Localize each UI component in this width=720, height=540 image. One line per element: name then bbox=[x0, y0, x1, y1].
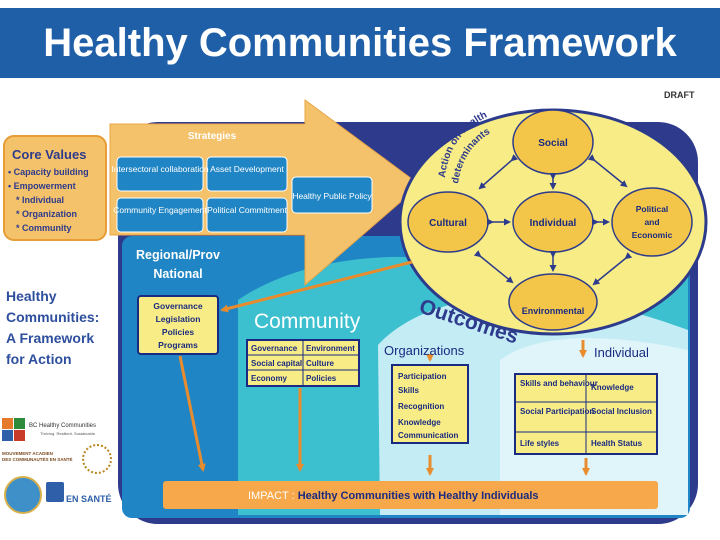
community-cell-5: Economy bbox=[251, 374, 288, 383]
core-values-box bbox=[3, 135, 107, 241]
community-cell-1: Governance bbox=[251, 344, 298, 353]
mouvement-text-1: MOUVEMENT ACADIEN bbox=[2, 451, 53, 456]
political-node bbox=[611, 187, 693, 257]
strategy-text-4: Political Commitment bbox=[207, 205, 287, 215]
arrow-social-political bbox=[587, 154, 628, 188]
cultural-label: Cultural bbox=[429, 218, 467, 229]
bc-logo-text-1: BC Healthy Communities bbox=[29, 423, 97, 429]
arrow-political-environmental bbox=[592, 252, 633, 286]
individual-cell-4: Social Inclusion bbox=[591, 407, 652, 416]
individual-heading: Individual bbox=[594, 345, 649, 360]
framework-title-line-1: Healthy bbox=[6, 288, 57, 304]
political-label-2: and bbox=[644, 217, 659, 227]
core-value-1: • Capacity building bbox=[8, 167, 89, 177]
core-value-3: * Individual bbox=[16, 195, 64, 205]
political-label-1: Political bbox=[636, 204, 669, 214]
impact-statement: Healthy Communities with Healthy Individ… bbox=[298, 490, 539, 502]
environmental-label: Environmental bbox=[522, 306, 585, 316]
org-item-3: Recognition bbox=[398, 402, 444, 411]
partner-logos: BC Healthy Communities Thriving. Resilie… bbox=[2, 414, 116, 526]
community-cell-3: Social capital bbox=[251, 359, 302, 368]
policy-text: Healthy Public Policy bbox=[292, 191, 372, 201]
bc-logo-square-2 bbox=[14, 418, 25, 429]
region-line-2: National bbox=[153, 267, 202, 281]
social-label: Social bbox=[538, 138, 568, 149]
arrow-oval-to-regional bbox=[220, 260, 413, 313]
bc-logo-square-3 bbox=[2, 430, 13, 441]
community-cell-4: Culture bbox=[306, 359, 335, 368]
org-item-5: Communication bbox=[398, 431, 459, 440]
individual-cell-5: Life styles bbox=[520, 439, 560, 448]
bc-logo bbox=[2, 418, 26, 442]
en-sante-icon bbox=[46, 482, 64, 502]
arrow-regional-to-impact bbox=[178, 355, 206, 472]
individual-cell-2: Knowledge bbox=[591, 383, 634, 392]
region-item-3: Policies bbox=[162, 327, 194, 337]
strategy-text-2: Asset Development bbox=[210, 164, 284, 174]
region-item-1: Governance bbox=[153, 301, 202, 311]
core-value-4: * Organization bbox=[16, 209, 77, 219]
individual-cell-1: Skills and behaviour bbox=[520, 379, 598, 388]
bc-logo-text-2: Thriving. Resilient. Sustainable. bbox=[40, 431, 97, 436]
framework-title-line-3: A Framework bbox=[6, 330, 95, 346]
regional-list-box bbox=[137, 295, 219, 355]
framework-title: Healthy Communities: A Framework for Act… bbox=[6, 286, 121, 370]
individual-label: Individual bbox=[530, 218, 577, 229]
framework-title-line-2: Communities: bbox=[6, 309, 100, 325]
strategy-text-1: Intersectoral collaboration bbox=[111, 164, 209, 174]
title-bar: Healthy Communities Framework bbox=[0, 8, 720, 78]
strategy-text-3: Community Engagement bbox=[113, 205, 207, 215]
core-value-2: • Empowerment bbox=[8, 181, 76, 191]
impact-bar bbox=[163, 481, 658, 509]
impact-text: IMPACT : Healthy Communities with Health… bbox=[248, 490, 539, 502]
impact-prefix: IMPACT : bbox=[248, 490, 298, 502]
environmental-node bbox=[508, 273, 598, 331]
community-cell-2: Environment bbox=[306, 344, 355, 353]
arrow-cultural-environmental bbox=[473, 250, 514, 284]
seal-icon bbox=[4, 476, 42, 514]
community-heading: Community bbox=[254, 310, 361, 333]
page-title: Healthy Communities Framework bbox=[43, 20, 677, 65]
bc-logo-square-1 bbox=[2, 418, 13, 429]
framework-title-line-4: for Action bbox=[6, 351, 72, 367]
policy-box bbox=[291, 176, 373, 214]
region-item-4: Programs bbox=[158, 340, 198, 350]
strategies-arrow bbox=[109, 99, 421, 287]
region-item-2: Legislation bbox=[156, 314, 201, 324]
organizations-heading: Organizations bbox=[384, 343, 465, 358]
individual-cell-6: Health Status bbox=[591, 439, 643, 448]
mouvement-text-2: DES COMMUNAUTÉS EN SANTÉ bbox=[2, 457, 73, 462]
org-item-1: Participation bbox=[398, 372, 447, 381]
strategy-box-3 bbox=[116, 197, 204, 233]
en-sante-text: EN SANTÉ bbox=[66, 494, 112, 504]
individual-cell-3: Social Participation bbox=[520, 407, 594, 416]
core-values-heading: Core Values bbox=[12, 147, 86, 162]
community-cell-6: Policies bbox=[306, 374, 337, 383]
strategy-box-2 bbox=[206, 156, 288, 192]
arrow-social-cultural bbox=[478, 154, 519, 190]
strategies-heading: Strategies bbox=[188, 131, 237, 142]
strategy-box-4 bbox=[206, 197, 288, 233]
political-label-3: Economic bbox=[632, 230, 673, 240]
org-item-2: Skills bbox=[398, 386, 419, 395]
organizations-box bbox=[391, 364, 469, 444]
bc-logo-square-4 bbox=[14, 430, 25, 441]
org-item-4: Knowledge bbox=[398, 418, 441, 427]
strategy-box-1 bbox=[116, 156, 204, 192]
mouvement-icon bbox=[82, 444, 112, 474]
draft-label: DRAFT bbox=[664, 90, 695, 100]
core-value-5: * Community bbox=[16, 223, 72, 233]
region-line-1: Regional/Prov bbox=[136, 248, 220, 262]
